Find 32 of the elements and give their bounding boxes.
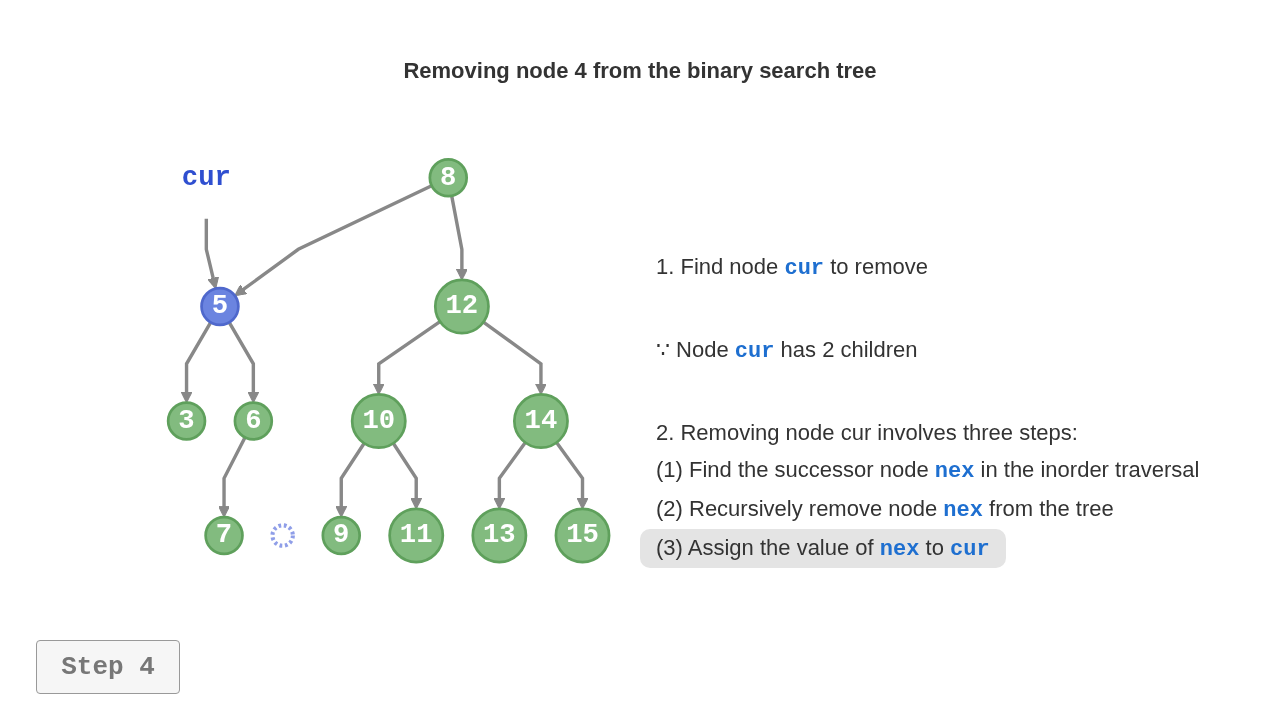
arrow: [234, 184, 433, 297]
arrow: [372, 320, 441, 396]
arrow: [180, 322, 213, 404]
tree-node-circle: 7: [204, 516, 244, 556]
arrow: [391, 442, 423, 510]
arrow: [555, 442, 589, 510]
tree-node-circle: 11: [388, 508, 445, 564]
arrow: [204, 219, 219, 290]
step-text: 2. Removing node cur involves three steps:: [655, 419, 1079, 447]
step-text: (1) Find the successor node nex in the inorder traversal: [655, 456, 1201, 486]
arrow: [227, 322, 260, 404]
highlighted-step-text: (3) Assign the value of nex to cur: [640, 529, 1006, 568]
step-text: 1. Find node cur to remove: [655, 253, 929, 283]
step-text: ∵ Node cur has 2 children: [655, 336, 919, 366]
step-text: (2) Recursively remove node nex from the tree: [655, 495, 1115, 525]
arrow: [493, 442, 527, 510]
tree-node-circle: 5: [200, 287, 240, 327]
diagram-title: Removing node 4 from the binary search tree: [402, 58, 878, 84]
empty-node-circle: [270, 523, 295, 549]
tree-node-circle: 12: [433, 279, 490, 335]
tree-node-circle: 14: [513, 393, 569, 450]
tree-node-circle: 13: [471, 508, 528, 564]
step-indicator: Step 4: [36, 640, 180, 694]
arrow: [450, 196, 468, 281]
tree-node-circle: 8: [428, 158, 469, 199]
tree-node-circle: 6: [233, 401, 274, 442]
tree-node-circle: 3: [166, 401, 207, 442]
arrow: [482, 321, 547, 396]
pointer-label: cur: [181, 161, 231, 194]
tree-node-circle: 15: [554, 508, 611, 564]
tree-node-circle: 10: [350, 393, 407, 450]
tree-node-circle: 9: [321, 516, 362, 556]
